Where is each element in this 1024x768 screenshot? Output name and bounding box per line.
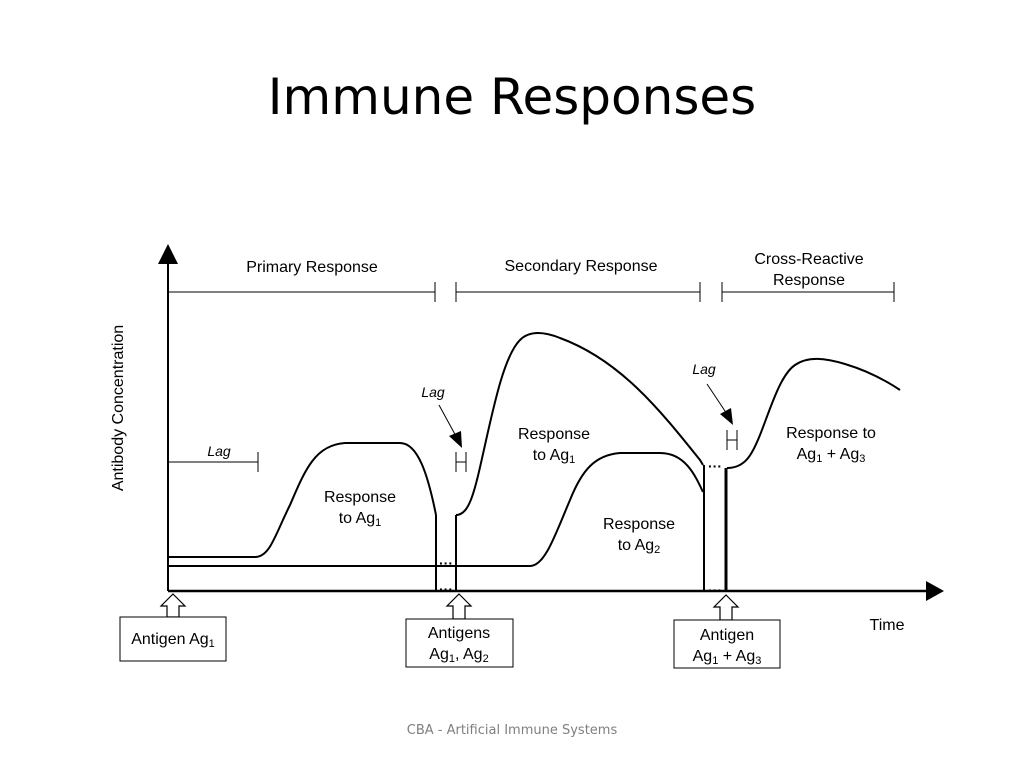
second-gap-dots: ··· bbox=[708, 458, 722, 474]
cross-lag-interval bbox=[726, 430, 738, 450]
antigen-ag1-ag3-box bbox=[673, 619, 781, 669]
cross-lag-arrow bbox=[706, 383, 728, 415]
antigen-ag1-ag3-box-line1: Antigen bbox=[700, 627, 754, 644]
antigen2-input-arrow bbox=[445, 593, 473, 620]
x-axis-label: Time bbox=[870, 617, 905, 634]
ag2-antibody-curve bbox=[168, 452, 704, 567]
secondary-lag-arrow bbox=[438, 404, 458, 439]
primary-response-bracket bbox=[168, 282, 436, 302]
first-gap-dots: ··· bbox=[439, 555, 453, 571]
antigen-ag1-ag3-box-line2: Ag1 + Ag3 bbox=[693, 648, 762, 667]
secondary-lag-arrowhead bbox=[449, 431, 462, 448]
secondary-lag-label: Lag bbox=[421, 384, 445, 400]
antigens-ag1-ag2-box-line2: Ag1, Ag2 bbox=[429, 646, 488, 665]
cross-reactive-response-bracket bbox=[721, 282, 895, 302]
cross-reactive-label-line2: Response bbox=[773, 272, 845, 289]
antigens-ag1-ag2-box bbox=[405, 618, 514, 668]
cross-response-label-line1: Response to bbox=[786, 425, 876, 442]
cross-response-label-line2: Ag1 + Ag3 bbox=[797, 446, 866, 465]
cross-lag-arrowhead bbox=[720, 408, 733, 425]
first-gap-pillars bbox=[435, 515, 457, 591]
secondary-response-label: Secondary Response bbox=[505, 258, 658, 275]
primary-response-label: Primary Response bbox=[246, 259, 378, 276]
cross-lag-label: Lag bbox=[692, 361, 716, 377]
secondary-response-bracket bbox=[455, 282, 701, 302]
ag2-response-label-line2: to Ag2 bbox=[618, 537, 661, 556]
secondary-ag1-response-label-line2: to Ag1 bbox=[533, 447, 576, 466]
x-axis-arrowhead bbox=[926, 581, 944, 601]
secondary-ag1-response-label-line1: Response bbox=[518, 426, 590, 443]
first-gap-dots-axis: ··· bbox=[439, 581, 453, 597]
y-axis-label: Antibody Concentration bbox=[110, 325, 127, 491]
second-gap-pillars bbox=[703, 465, 728, 591]
antigen1-input-arrow bbox=[159, 593, 187, 618]
slide-footer: CBA - Artificial Immune Systems bbox=[406, 723, 618, 738]
second-gap-dots-axis: ··· bbox=[708, 582, 722, 598]
y-axis-arrowhead bbox=[158, 244, 178, 264]
secondary-lag-interval bbox=[455, 452, 467, 472]
antigen-ag1-box-text: Antigen Ag1 bbox=[131, 631, 215, 650]
ag1-ag3-cross-curve bbox=[726, 357, 901, 469]
antigens-ag1-ag2-box-line1: Antigens bbox=[428, 625, 490, 642]
ag2-response-label-line1: Response bbox=[603, 516, 675, 533]
primary-ag1-response-label-line1: Response bbox=[324, 489, 396, 506]
antigen-ag1-box bbox=[119, 616, 227, 662]
ag1-antibody-curve bbox=[168, 332, 704, 558]
slide-title: Immune Responses bbox=[267, 68, 757, 126]
primary-lag-label: Lag bbox=[207, 443, 231, 459]
antigen3-input-arrow bbox=[712, 594, 740, 621]
cross-reactive-label-line1: Cross-Reactive bbox=[754, 251, 863, 268]
primary-ag1-response-label-line2: to Ag1 bbox=[339, 510, 382, 529]
primary-lag-marker bbox=[168, 452, 259, 472]
